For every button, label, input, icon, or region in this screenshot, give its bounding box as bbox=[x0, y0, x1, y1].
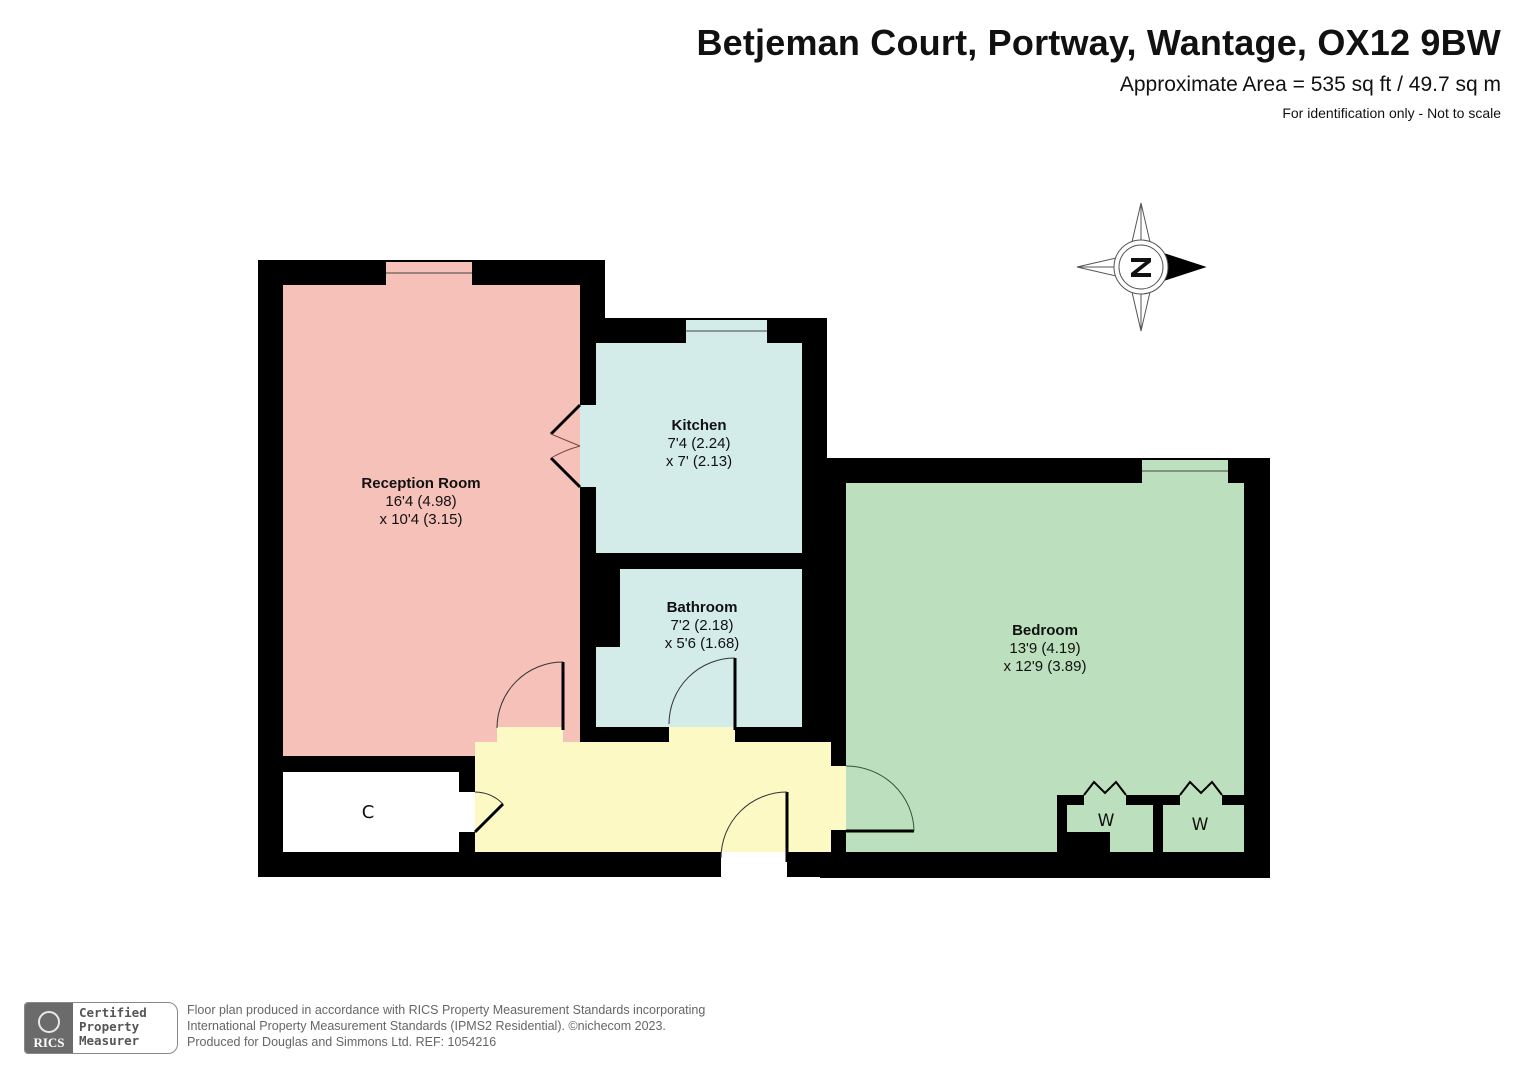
cupboard-door bbox=[473, 791, 505, 834]
cupboard-label: C bbox=[361, 802, 375, 823]
approximate-area: Approximate Area = 535 sq ft / 49.7 sq m bbox=[1119, 73, 1501, 96]
reception-door bbox=[496, 661, 565, 730]
compass-rose-icon bbox=[1076, 202, 1207, 332]
wardrobe-label: W bbox=[1191, 815, 1209, 835]
scale-disclaimer: For identification only - Not to scale bbox=[1282, 105, 1501, 121]
room-dimension: x 10'4 (3.15) bbox=[379, 511, 463, 528]
reception-room bbox=[283, 285, 580, 756]
property-address-title: Betjeman Court, Portway, Wantage, OX12 9… bbox=[696, 22, 1501, 63]
kitchen-window bbox=[686, 320, 767, 343]
kitchen-label: Kitchen 7'4 (2.24) x 7' (2.13) bbox=[666, 417, 732, 471]
reception-window bbox=[386, 262, 472, 285]
bedroom-door bbox=[845, 765, 915, 833]
room-dimension: x 12'9 (3.89) bbox=[1003, 658, 1087, 675]
bedroom-label: Bedroom 13'9 (4.19) x 12'9 (3.89) bbox=[1004, 622, 1087, 676]
room-name: Kitchen bbox=[671, 417, 727, 434]
wardrobes bbox=[1057, 780, 1244, 852]
bedroom-window bbox=[1142, 460, 1228, 483]
bathroom-label: Bathroom 7'2 (2.18) x 5'6 (1.68) bbox=[665, 599, 740, 653]
bathroom bbox=[620, 569, 802, 727]
rics-certified-badge: RICS Certified Property Measurer bbox=[24, 1002, 178, 1054]
rics-logo: RICS bbox=[25, 1003, 73, 1053]
room-dimension: 7'2 (2.18) bbox=[670, 617, 734, 634]
bedroom bbox=[846, 483, 1244, 852]
room-name: Bathroom bbox=[666, 599, 738, 616]
cupboard bbox=[283, 772, 459, 852]
room-name: Reception Room bbox=[361, 475, 481, 492]
badge-text: Certified Property Measurer bbox=[79, 1005, 147, 1048]
bathroom-door bbox=[668, 657, 737, 730]
room-dimension: 13'9 (4.19) bbox=[1009, 640, 1081, 657]
footer-disclaimer: Floor plan produced in accordance with R… bbox=[187, 1003, 706, 1049]
hallway bbox=[475, 742, 831, 852]
kitchen-double-door bbox=[549, 403, 582, 489]
kitchen bbox=[596, 343, 802, 553]
room-name: Bedroom bbox=[1012, 622, 1078, 639]
room-dimension: 7'4 (2.24) bbox=[667, 435, 731, 452]
room-dimension: x 7' (2.13) bbox=[665, 453, 733, 470]
front-door bbox=[720, 791, 789, 862]
room-dimension: x 5'6 (1.68) bbox=[664, 635, 740, 652]
rics-lion-icon bbox=[38, 1011, 60, 1033]
room-dimension: 16'4 (4.98) bbox=[385, 493, 457, 510]
reception-room-label: Reception Room 16'4 (4.98) x 10'4 (3.15) bbox=[361, 475, 480, 529]
entrance-opening bbox=[721, 852, 787, 878]
wardrobe-label: W bbox=[1097, 811, 1115, 831]
